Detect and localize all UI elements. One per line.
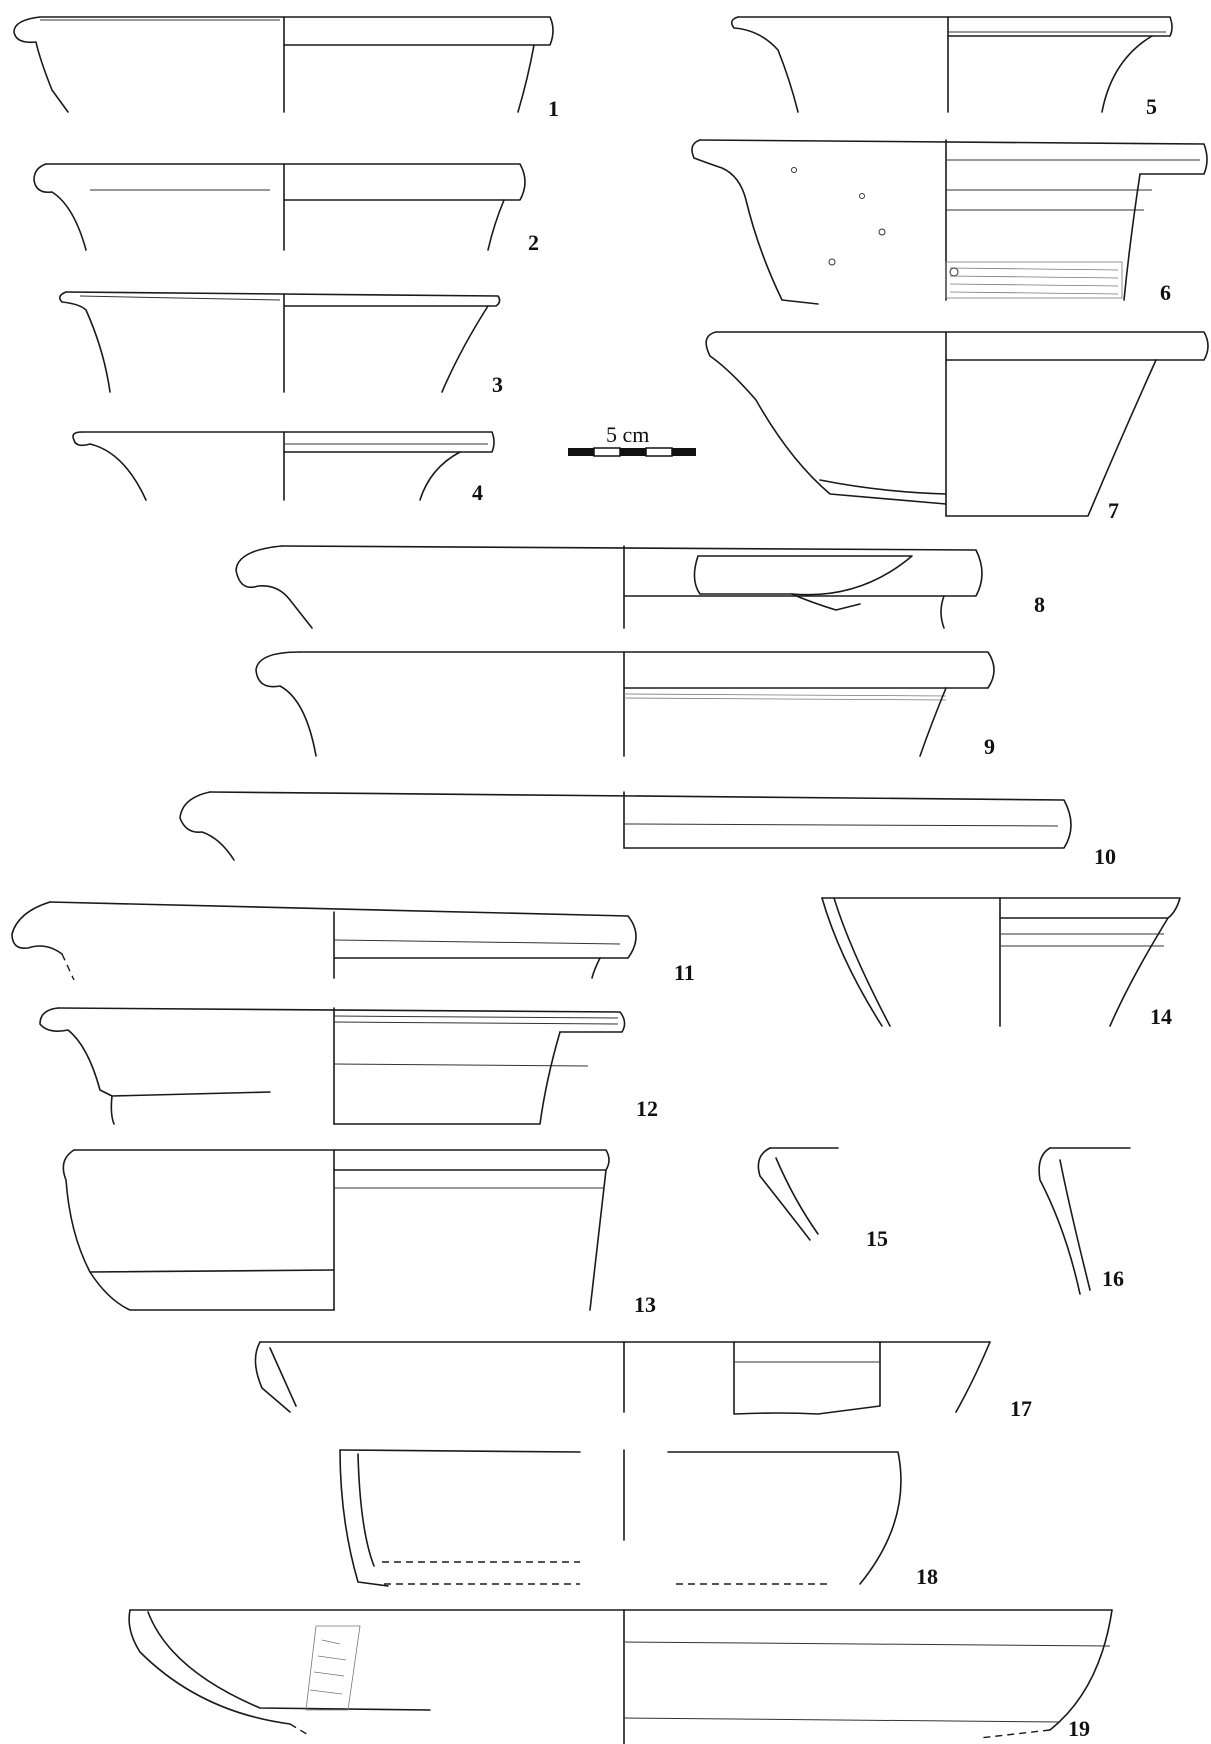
figure-number-12: 12 — [636, 1096, 658, 1121]
vessel-profile-7 — [705, 331, 1209, 517]
vessel-profile-5 — [730, 16, 1173, 113]
figure-number-9: 9 — [984, 734, 995, 759]
vessel-profile-9 — [255, 651, 995, 757]
figure-number-18: 18 — [916, 1564, 938, 1589]
figure-number-1: 1 — [548, 96, 559, 121]
figure-number-15: 15 — [866, 1226, 888, 1251]
vessel-profile-8 — [235, 545, 983, 629]
vessel-profile-18 — [339, 1449, 902, 1587]
vessel-profile-14 — [821, 897, 1181, 1027]
scale-label: 5 cm — [606, 422, 650, 447]
figure-number-13: 13 — [634, 1292, 656, 1317]
figure-number-3: 3 — [492, 372, 503, 397]
vessel-profile-1 — [13, 16, 554, 113]
figure-number-5: 5 — [1146, 94, 1157, 119]
vessel-profile-12 — [39, 1007, 626, 1125]
figure-number-7: 7 — [1108, 498, 1119, 523]
vessel-profile-3 — [58, 291, 501, 393]
vessel-profile-13 — [62, 1149, 610, 1311]
vessel-profile-17 — [254, 1341, 991, 1415]
vessel-profile-6 — [691, 139, 1208, 305]
vessel-profile-19 — [128, 1609, 1113, 1744]
figure-number-10: 10 — [1094, 844, 1116, 869]
figure-number-14: 14 — [1150, 1004, 1172, 1029]
vessel-profile-10 — [179, 791, 1072, 861]
scale-bar — [568, 447, 696, 457]
figure-number-17: 17 — [1010, 1396, 1032, 1421]
vessel-profile-16 — [1038, 1147, 1131, 1295]
figure-number-4: 4 — [472, 480, 483, 505]
figure-number-2: 2 — [528, 230, 539, 255]
vessel-profile-4 — [72, 431, 495, 501]
figure-number-6: 6 — [1160, 280, 1171, 305]
figure-number-16: 16 — [1102, 1266, 1124, 1291]
vessel-profile-11 — [11, 901, 637, 981]
vessel-profile-2 — [33, 163, 526, 251]
figure-number-19: 19 — [1068, 1716, 1090, 1741]
figure-number-8: 8 — [1034, 592, 1045, 617]
figure-number-11: 11 — [674, 960, 695, 985]
vessel-profile-15 — [757, 1147, 839, 1241]
